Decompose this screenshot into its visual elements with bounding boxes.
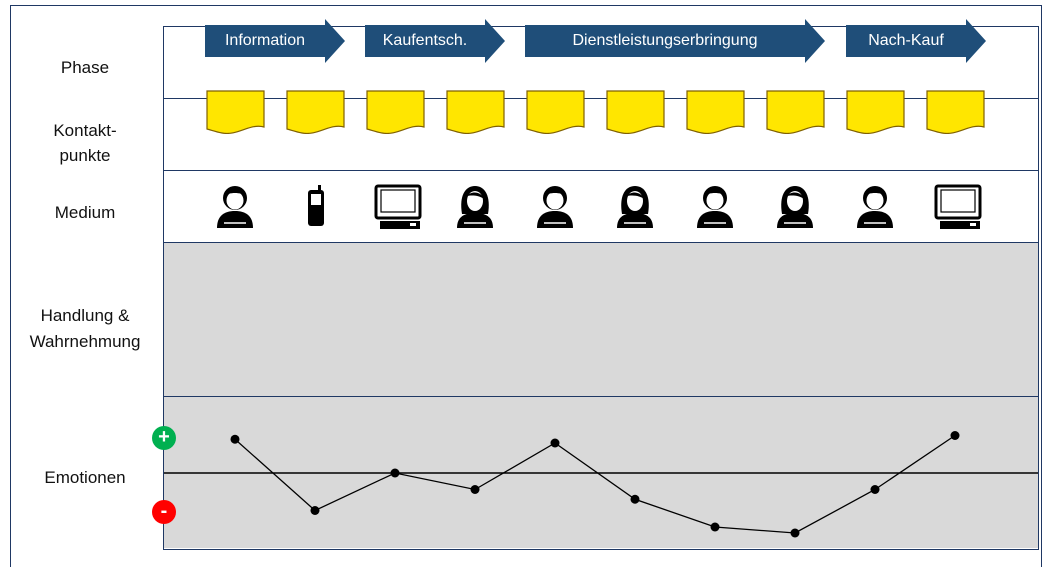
contact-point-note xyxy=(366,90,426,139)
row-label-medium: Medium xyxy=(54,203,116,222)
emotion-point-3 xyxy=(390,468,400,478)
mobile-phone-icon xyxy=(295,184,335,233)
phase-arrow-3: Dienstleistungserbringung xyxy=(525,19,825,63)
phase-label: Nach-Kauf xyxy=(868,32,944,49)
person-female-icon xyxy=(455,184,495,233)
computer-icon xyxy=(934,184,984,235)
negative-emotion-icon: - xyxy=(152,500,176,524)
person-female-icon xyxy=(775,184,815,233)
contact-point-note xyxy=(526,90,586,139)
emotion-point-2 xyxy=(310,506,320,515)
person-male-icon xyxy=(535,184,575,233)
phase-label: Information xyxy=(224,32,306,49)
phase-arrow-2: Kaufentsch. xyxy=(365,19,505,63)
emotion-point-4 xyxy=(470,485,480,494)
emotion-point-5 xyxy=(550,438,560,448)
phase-arrow-1: Information xyxy=(205,19,345,63)
contact-point-note xyxy=(206,90,266,139)
contact-point-note xyxy=(766,90,826,139)
row-label-contact-1: Kontakt- xyxy=(53,121,117,140)
person-male-icon xyxy=(215,184,255,233)
emotion-point-8 xyxy=(790,528,800,538)
action-row xyxy=(164,243,1038,397)
computer-icon xyxy=(374,184,424,235)
phase-label: Dienstleistungserbringung xyxy=(572,32,758,49)
emotion-point-7 xyxy=(710,522,720,532)
emotion-point-9 xyxy=(870,485,880,494)
contact-point-note xyxy=(926,90,986,139)
person-male-icon xyxy=(855,184,895,233)
phase-arrow-4: Nach-Kauf xyxy=(846,19,986,63)
row-label-action-2: Wahrnehmung xyxy=(29,332,141,351)
contact-point-note xyxy=(686,90,746,139)
row-label-contact-2: punkte xyxy=(59,146,111,165)
row-label-emotion: Emotionen xyxy=(44,468,126,487)
contact-point-note xyxy=(286,90,346,139)
emotion-point-1 xyxy=(230,434,240,444)
person-male-icon xyxy=(695,184,735,233)
phase-label: Kaufentsch. xyxy=(382,32,468,49)
emotion-line xyxy=(234,434,956,534)
diagram-frame xyxy=(10,5,1042,567)
positive-emotion-icon: + xyxy=(152,426,176,450)
emotion-point-6 xyxy=(630,494,640,504)
contact-point-note xyxy=(606,90,666,139)
emotion-point-10 xyxy=(950,431,960,440)
row-label-phase: Phase xyxy=(60,58,110,77)
row-label-action-1: Handlung & xyxy=(40,306,130,325)
person-female-icon xyxy=(615,184,655,233)
contact-point-note xyxy=(846,90,906,139)
contact-point-note xyxy=(446,90,506,139)
